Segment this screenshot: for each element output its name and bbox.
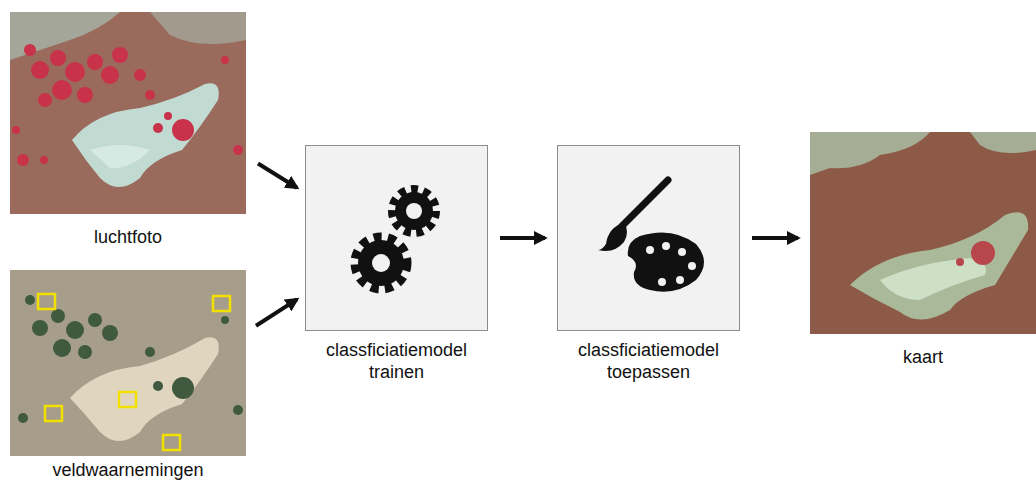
node-shape xyxy=(810,132,1036,334)
caption: veldwaarnemingen xyxy=(10,459,246,481)
arrow xyxy=(752,236,798,240)
caption: classficiatiemodel trainen xyxy=(305,339,488,383)
process-box: classficiatiemodel trainen xyxy=(305,145,488,383)
caption: luchtfoto xyxy=(10,226,246,248)
caption: kaart xyxy=(810,346,1036,368)
node-shape xyxy=(10,12,246,214)
map-panel: kaart xyxy=(810,132,1036,368)
arrow xyxy=(258,164,297,188)
photo-panel: luchtfoto xyxy=(10,12,246,248)
caption: classficiatiemodel toepassen xyxy=(557,339,740,383)
photo-panel: veldwaarnemingen xyxy=(10,270,246,481)
node-shape xyxy=(557,145,740,331)
node-shape xyxy=(305,145,488,331)
arrow xyxy=(500,236,545,240)
node-shape xyxy=(10,270,246,456)
aerial-photo xyxy=(10,12,246,214)
arrow xyxy=(256,299,297,325)
class-map xyxy=(810,132,1036,334)
gears-icon xyxy=(306,146,488,331)
palette-icon xyxy=(558,146,740,331)
field-photo xyxy=(10,270,246,456)
process-box: classficiatiemodel toepassen xyxy=(557,145,740,383)
